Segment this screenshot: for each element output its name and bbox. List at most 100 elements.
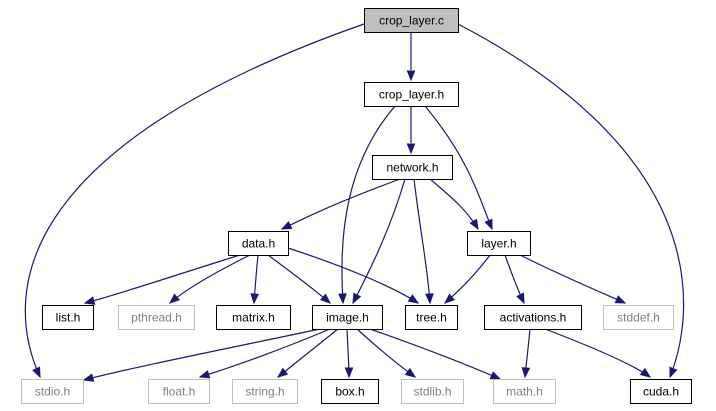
edge-line [169,254,251,304]
edge-line [369,328,501,380]
edge-activations_h-to-cuda_h [544,328,652,378]
node-box[interactable] [493,379,556,404]
node-box[interactable] [401,379,464,404]
node-box[interactable] [467,231,531,256]
edge-arrowhead [82,373,95,382]
node-box[interactable] [42,305,94,330]
node-label: image.h [326,311,369,325]
edge-arrowhead [407,294,420,304]
edge-image_h-to-math_h [369,328,502,380]
node-crop-layer-h[interactable]: crop_layer.h [364,82,459,107]
edge-line [356,328,416,378]
node-math-h[interactable]: math.h [493,379,556,404]
edge-line [83,328,321,381]
node-box[interactable] [630,379,692,404]
node-stddef-h[interactable]: stddef.h [603,305,674,330]
edge-arrowhead [280,220,293,230]
edge-line [544,328,651,378]
node-cuda-h[interactable]: cuda.h [630,379,692,404]
edge-image_h-to-stdio_h [82,328,321,382]
node-label: crop_layer.c [379,14,444,28]
node-box[interactable] [603,305,674,330]
node-label: box.h [335,385,364,399]
edges-layer [24,23,685,382]
edge-network_h-to-data_h [280,178,401,230]
node-matrix-h[interactable]: matrix.h [216,305,291,330]
node-list-h[interactable]: list.h [42,305,94,330]
node-layer-h[interactable]: layer.h [467,231,531,256]
edge-line [199,328,331,378]
edge-arrowhead [406,143,416,155]
node-label: list.h [56,311,81,325]
edge-arrowhead [614,295,627,304]
node-box[interactable] [484,305,582,330]
edge-line [457,23,685,378]
edge-line [519,254,626,304]
node-image-h[interactable]: image.h [312,305,383,330]
node-data-h[interactable]: data.h [228,231,289,256]
node-box[interactable] [372,155,453,180]
node-label: layer.h [481,237,516,251]
edge-arrowhead [250,293,260,305]
edge-data_h-to-pthread_h [168,254,251,304]
edge-crop_layer_c-to-cuda_h [457,23,685,379]
edge-activations_h-to-math_h [521,328,531,379]
node-box[interactable] [364,8,459,33]
edge-layer_h-to-tree_h [443,254,491,304]
node-box[interactable] [21,379,84,404]
edge-line [413,178,431,304]
edge-arrowhead [319,293,332,304]
edge-crop_layer_h-to-layer_h [424,105,493,231]
node-activations-h[interactable]: activations.h [484,305,582,330]
node-float-h[interactable]: float.h [148,379,210,404]
node-label: string.h [245,385,284,399]
node-box[interactable] [312,305,383,330]
node-box[interactable] [405,305,458,330]
node-box[interactable] [228,231,289,256]
edge-arrowhead [469,218,479,231]
edge-arrowhead [516,292,525,305]
node-tree-h[interactable]: tree.h [405,305,458,330]
node-label: math.h [506,385,543,399]
node-string-h[interactable]: string.h [232,379,298,404]
node-label: cuda.h [643,385,679,399]
edge-data_h-to-tree_h [287,247,420,304]
node-box[interactable] [216,305,291,330]
edge-line [424,105,493,230]
edge-arrowhead [338,293,347,305]
node-label: stdio.h [35,385,70,399]
edge-arrowhead [404,367,417,378]
node-label: tree.h [416,311,447,325]
node-label: float.h [163,385,196,399]
edge-arrowhead [484,218,493,231]
node-box[interactable] [118,305,195,330]
edge-network_h-to-image_h [352,178,406,305]
edge-data_h-to-list_h [83,254,241,305]
node-box[interactable] [148,379,210,404]
edge-crop_layer_h-to-image_h [338,105,396,305]
node-pthread-h[interactable]: pthread.h [118,305,195,330]
edge-arrowhead [425,293,434,305]
node-stdio-h[interactable]: stdio.h [21,379,84,404]
node-box[interactable] [232,379,298,404]
node-network-h[interactable]: network.h [372,155,453,180]
node-label: matrix.h [232,311,275,325]
edge-arrowhead [168,293,181,304]
edge-arrowhead [276,367,289,378]
edge-arrowhead [344,367,354,379]
node-stdlib-h[interactable]: stdlib.h [401,379,464,404]
node-box[interactable] [321,379,379,404]
edge-data_h-to-image_h [267,254,332,304]
node-box[interactable] [364,82,459,107]
node-crop-layer-c[interactable]: crop_layer.c [364,8,459,33]
edge-crop_layer_c-to-stdio_h [24,23,365,379]
node-box-h[interactable]: box.h [321,379,379,404]
edge-image_h-to-float_h [198,328,331,379]
edge-arrowhead [489,371,502,380]
edge-network_h-to-layer_h [429,178,479,231]
edge-arrowhead [443,293,456,304]
node-label: crop_layer.h [379,88,444,102]
edge-line [341,105,396,304]
edge-image_h-to-box_h [344,328,354,379]
